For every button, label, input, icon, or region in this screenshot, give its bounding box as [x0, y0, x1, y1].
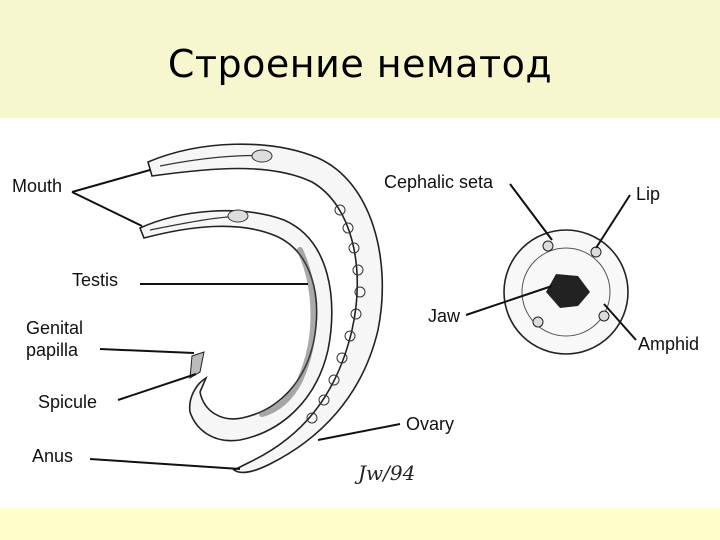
female-bulb [251, 149, 273, 163]
male-bulb [227, 209, 249, 223]
female-ovary-cells [306, 204, 366, 424]
label-mouth: Mouth [12, 176, 62, 196]
label-ovary: Ovary [406, 414, 454, 434]
bottom-band [0, 508, 720, 540]
head-cross-section [503, 229, 629, 355]
male-tail-spicule [189, 351, 205, 379]
label-anus: Anus [32, 446, 73, 466]
male-worm-body [138, 209, 333, 442]
female-worm-body [147, 143, 384, 474]
label-genital-papilla-line2: papilla [26, 340, 79, 360]
slide-title: Строение нематод [167, 42, 553, 86]
label-genital-papilla-line1: Genital [26, 318, 83, 338]
label-jaw: Jaw [428, 306, 461, 326]
male-testis-tube [259, 247, 317, 417]
label-lip: Lip [636, 184, 660, 204]
label-testis: Testis [72, 270, 118, 290]
leader-lines [71, 169, 637, 470]
artist-signature: Jw/94 [354, 461, 415, 485]
label-spicule: Spicule [38, 392, 97, 412]
title-band [0, 0, 720, 118]
label-cephalic-seta: Cephalic seta [384, 172, 494, 192]
label-amphid: Amphid [638, 334, 699, 354]
